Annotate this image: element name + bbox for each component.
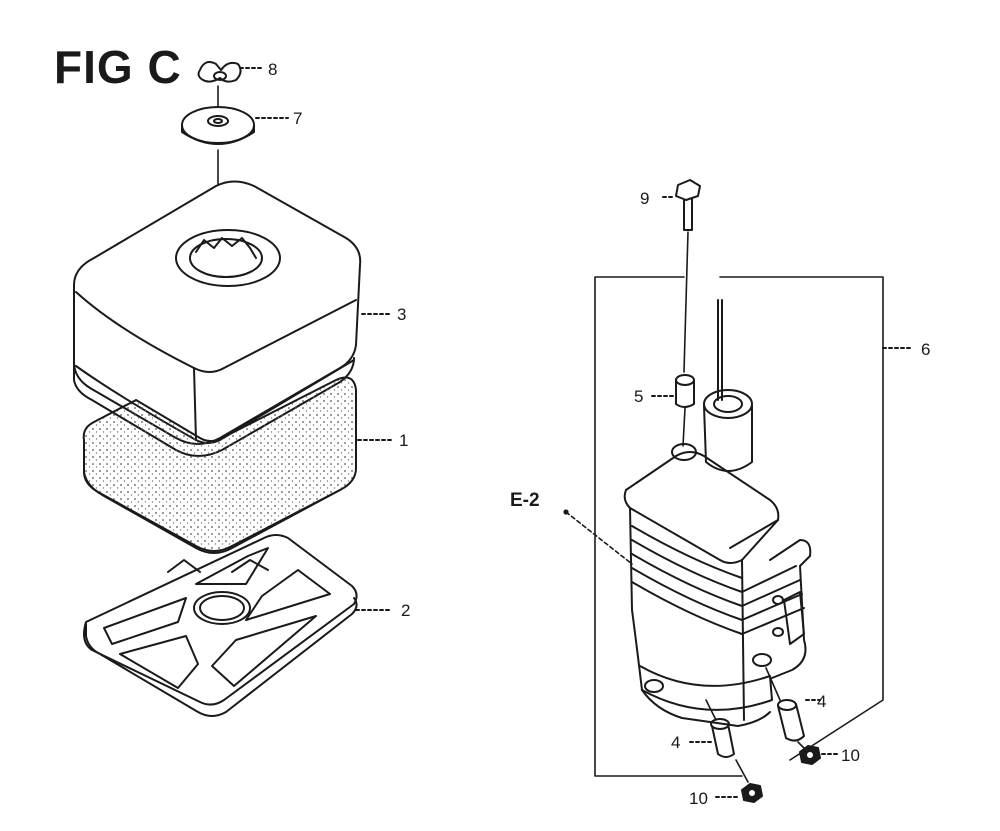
callout-ref-e2: E-2 [510,490,540,511]
callout-1: 1 [399,431,408,450]
washer-part [181,106,289,145]
wing-nut-part [197,61,263,83]
callout-4-upper: 4 [817,692,826,711]
nut-part-right [797,741,839,765]
callout-10-right: 10 [841,746,860,765]
air-cleaner-case [623,299,812,727]
collar-part [651,374,695,447]
callout-3: 3 [397,305,406,324]
callout-10-left: 10 [689,789,708,808]
foam-element-part [82,376,393,554]
callout-7: 7 [293,109,302,128]
callout-4-lower: 4 [671,733,680,752]
bolt-part [662,179,701,373]
nut-part-left [715,759,763,803]
callout-6: 6 [921,340,930,359]
stud-part-lower [689,699,735,758]
figure-title: FIG C [54,41,182,93]
callout-5: 5 [634,387,643,406]
assembly-frame [594,276,913,777]
callout-2: 2 [401,601,410,620]
stud-part-upper [765,667,821,742]
callout-9: 9 [640,189,649,208]
air-cleaner-cover-part [73,180,393,457]
element-grid-part [83,534,393,717]
callout-8: 8 [268,60,277,79]
